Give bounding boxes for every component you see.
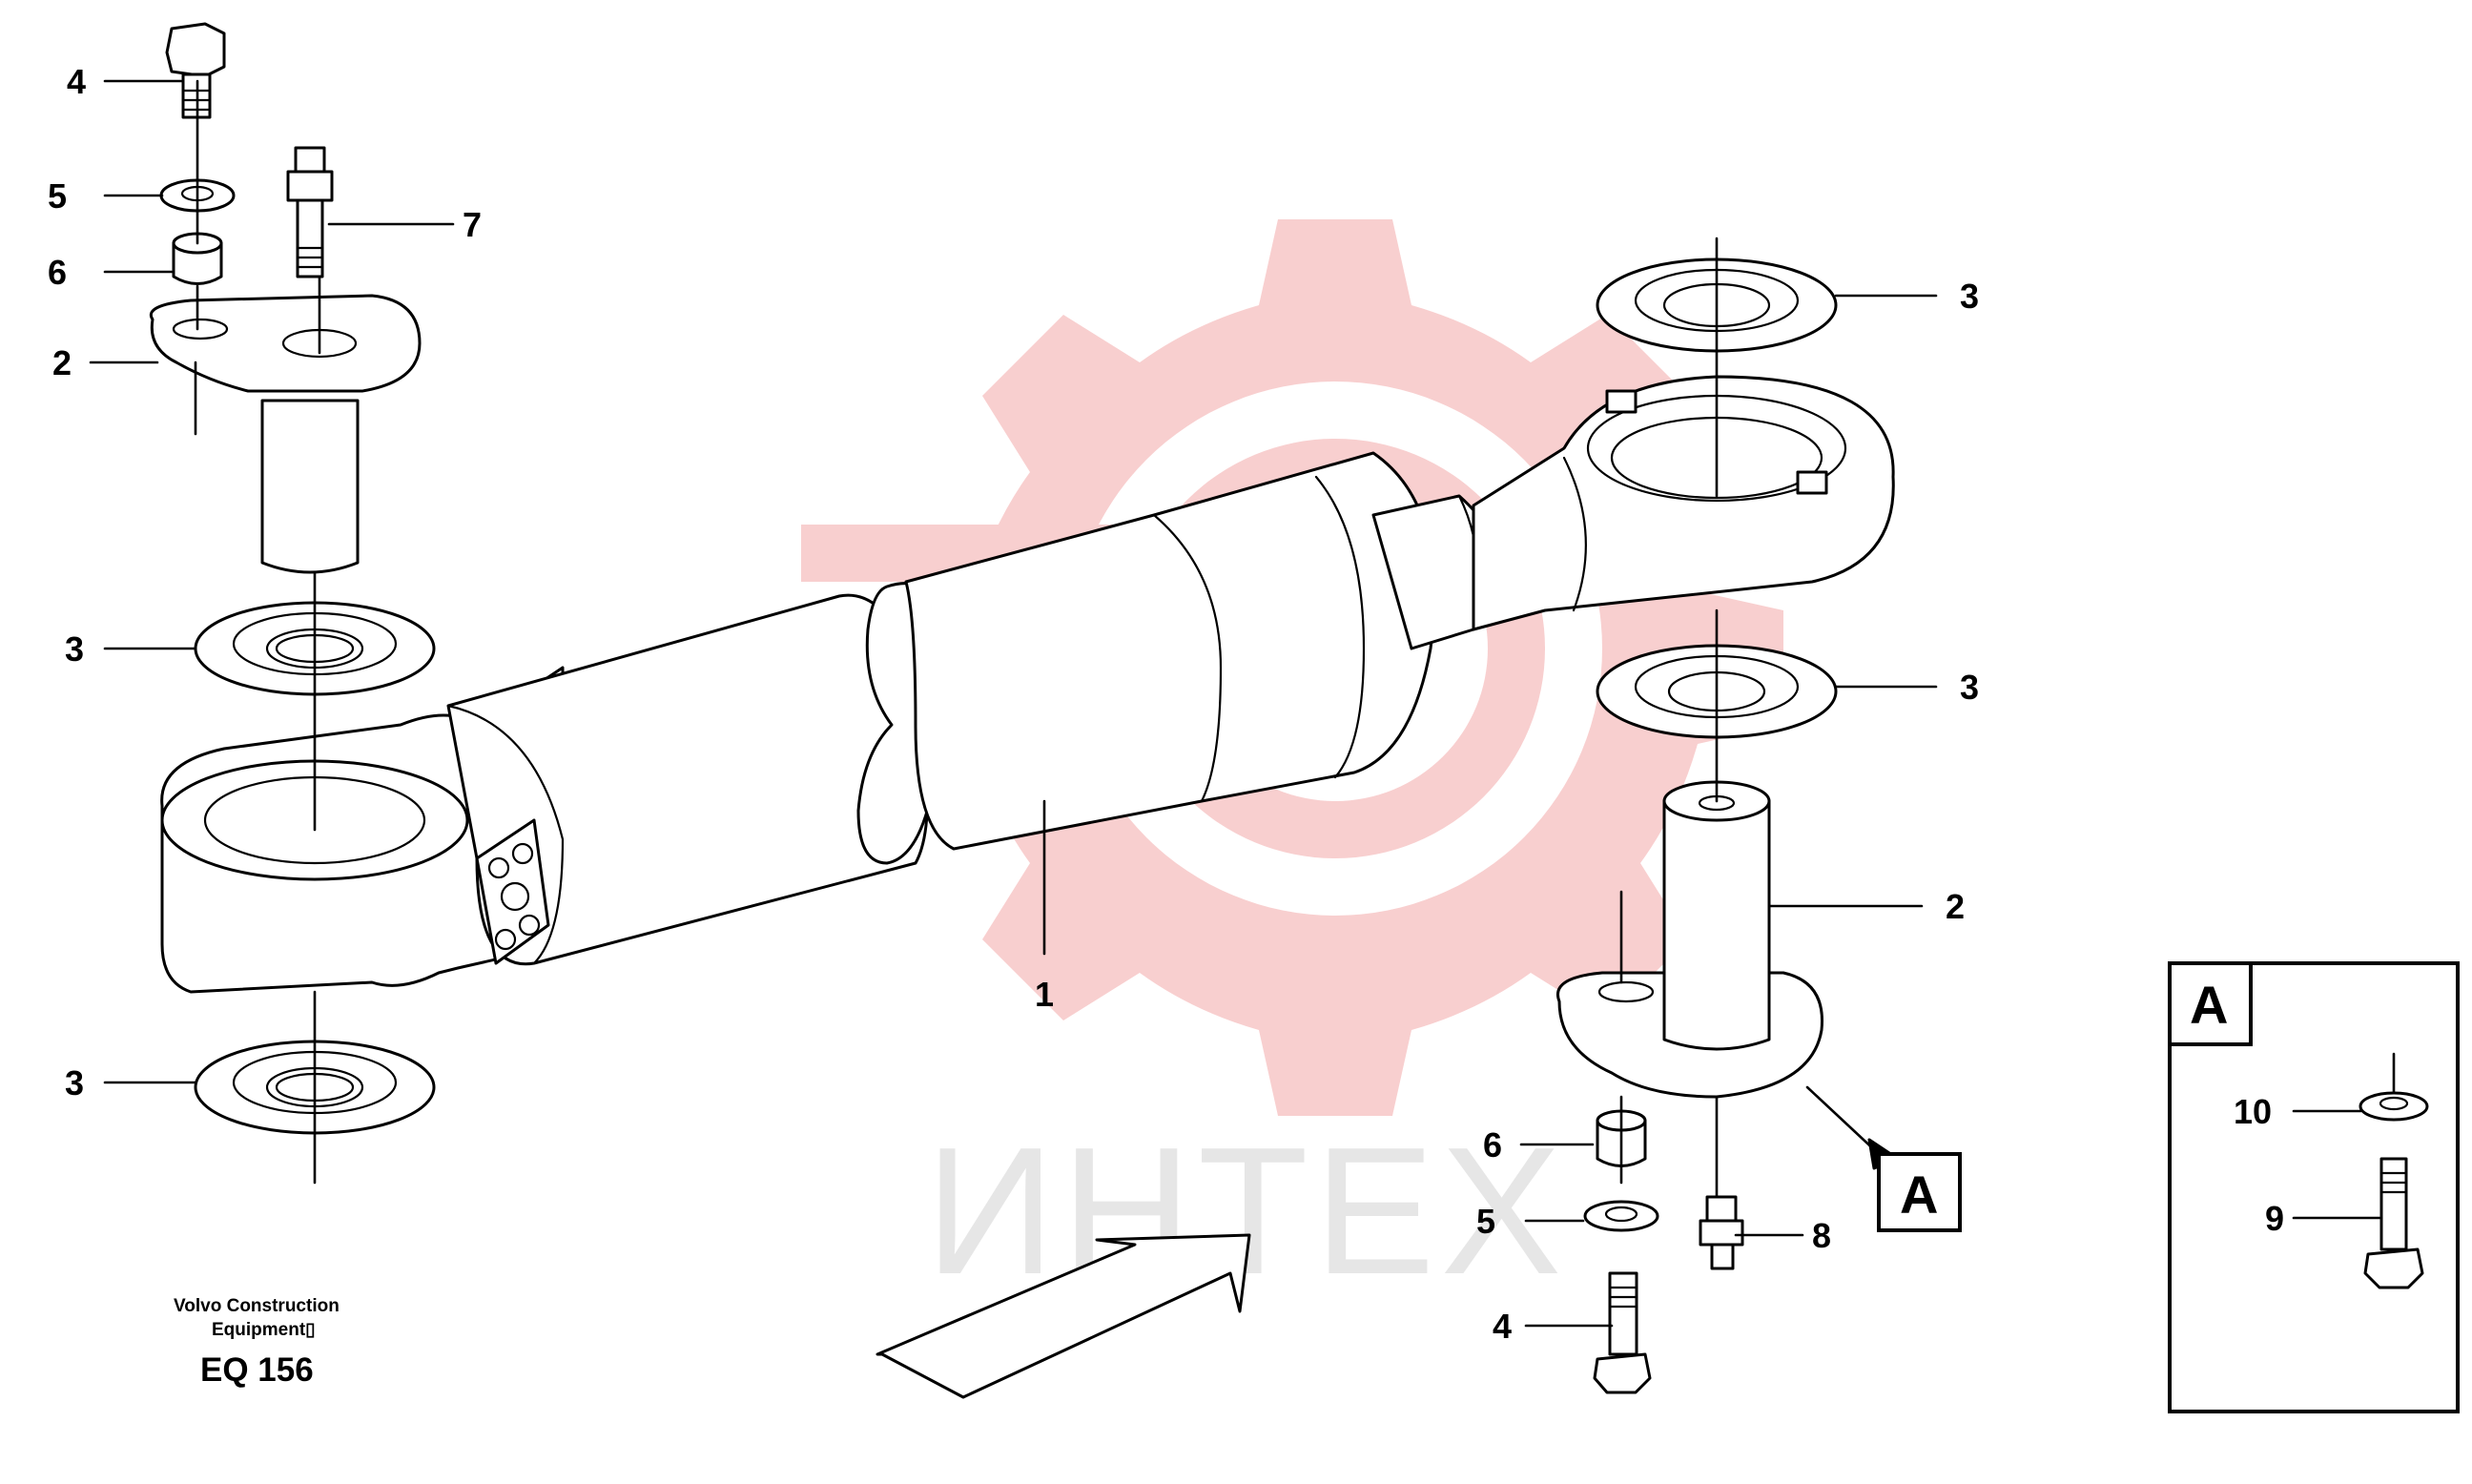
- callout-8: 8: [1812, 1216, 1831, 1255]
- callout-3-upper-left: 3: [65, 629, 84, 669]
- caption-code: EQ 156: [200, 1351, 314, 1389]
- pivot-pin-right: [1556, 780, 1823, 1099]
- view-arrow: [876, 1233, 1251, 1399]
- callout-10: 10: [2234, 1092, 2272, 1131]
- pivot-pin-top: [260, 399, 360, 574]
- bolt-bottom: [1593, 1271, 1652, 1394]
- bushing-top-left: [172, 232, 223, 285]
- axis-lines: [194, 79, 1719, 1199]
- callout-3-top-right: 3: [1960, 277, 1979, 316]
- callout-5-bottom: 5: [1476, 1202, 1495, 1241]
- callout-6-top: 6: [48, 253, 67, 292]
- washer-bottom: [1583, 1200, 1659, 1232]
- callout-5-top: 5: [48, 176, 67, 216]
- callout-2-right: 2: [1946, 887, 1965, 926]
- watermark-text: ИНТЕХ: [925, 1110, 1567, 1312]
- detail-label-box: [1877, 1152, 1962, 1232]
- bolt-top-left: [165, 22, 226, 119]
- caption-line-1: Volvo Construction: [174, 1296, 340, 1316]
- callout-4-top: 4: [67, 62, 86, 101]
- callout-3-lower-left: 3: [65, 1063, 84, 1103]
- callout-7: 7: [463, 205, 482, 244]
- callout-9: 9: [2265, 1199, 2284, 1238]
- callout-4-bottom: 4: [1493, 1307, 1512, 1346]
- detail-view-a: A 10 9: [2168, 961, 2460, 1413]
- callout-1: 1: [1035, 975, 1054, 1014]
- caption-line-2: Equipment▯: [212, 1320, 316, 1340]
- detail-label: A: [1900, 1165, 1938, 1225]
- grease-nipple-bottom: [1699, 1195, 1744, 1270]
- callout-2-left: 2: [52, 343, 72, 382]
- hydraulic-cylinder: [160, 375, 1895, 994]
- callout-3-mid-right: 3: [1960, 668, 1979, 707]
- grease-nipple: [286, 146, 334, 278]
- lock-plate-top: [149, 294, 422, 393]
- callout-6-bottom: 6: [1483, 1125, 1502, 1165]
- detail-box-label: A: [2190, 975, 2228, 1035]
